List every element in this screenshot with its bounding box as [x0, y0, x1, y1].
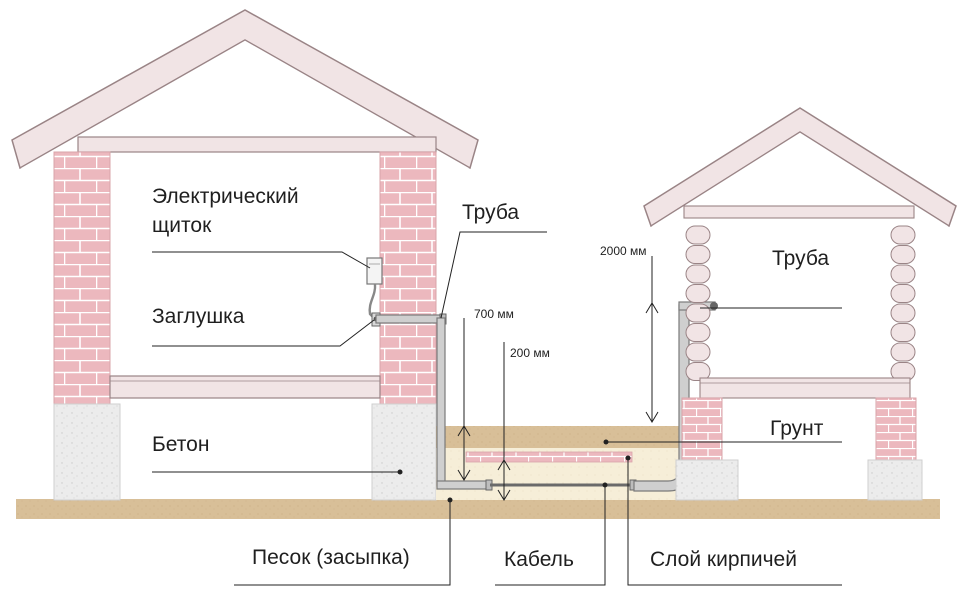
dimension-2000-label: 2000 мм — [600, 244, 647, 258]
pipe-left-horizontal — [375, 314, 445, 324]
log — [890, 342, 916, 362]
log — [685, 362, 711, 381]
dimension-700-label: 700 мм — [474, 307, 514, 321]
log — [685, 303, 711, 323]
dimension-200-label: 200 мм — [510, 346, 550, 360]
ground-surface — [16, 499, 940, 519]
ground-label: Грунт — [770, 417, 824, 440]
log — [685, 245, 711, 264]
brick-layer-label: Слой кирпичей — [650, 548, 797, 571]
left-foundation-left — [53, 403, 121, 501]
right-log-wall-right — [890, 225, 916, 381]
right-base-right — [867, 459, 923, 501]
log — [890, 245, 916, 264]
log — [890, 225, 916, 245]
left-wall-left — [53, 151, 111, 405]
pipe-left-vertical — [436, 317, 446, 487]
log — [890, 284, 916, 303]
leader-plug — [152, 319, 375, 347]
leader-sand — [234, 500, 451, 586]
right-base-left — [675, 459, 739, 501]
leader-panel — [152, 251, 371, 269]
leader-cable — [495, 485, 606, 586]
leader-lines — [152, 231, 842, 586]
pipe-left-label: Труба — [462, 201, 520, 224]
dimensions — [457, 256, 659, 501]
electrical-panel-label-line1: Электрический — [152, 185, 299, 208]
log — [685, 323, 711, 342]
log — [890, 303, 916, 323]
right-pier-left — [681, 397, 723, 461]
leader-pipe-left — [440, 231, 547, 319]
electrical-panel-label-line2: щиток — [152, 214, 212, 237]
electrical-panel-box — [366, 257, 383, 285]
panel-cable — [368, 283, 377, 321]
sand-label: Песок (засыпка) — [252, 546, 410, 569]
left-floor-beam — [109, 375, 381, 399]
left-foundation-right — [371, 403, 437, 501]
left-roof-beam — [77, 136, 437, 153]
right-pier-right — [875, 397, 917, 461]
leader-dots — [397, 439, 631, 503]
log — [685, 225, 711, 245]
cable-label: Кабель — [504, 548, 574, 571]
leader-brick-layer — [627, 458, 842, 586]
log — [685, 342, 711, 362]
log — [890, 264, 916, 284]
plug-label: Заглушка — [152, 305, 245, 328]
log — [685, 264, 711, 284]
right-roof-beam — [683, 205, 915, 219]
left-wall-right — [379, 151, 437, 405]
pipe-right-label: Труба — [772, 247, 830, 270]
left-house — [11, 9, 479, 501]
concrete-label: Бетон — [152, 433, 210, 456]
right-house — [643, 107, 957, 501]
trench — [436, 426, 682, 500]
right-floor-beam — [699, 377, 911, 399]
log — [685, 284, 711, 303]
brick-layer — [465, 451, 633, 463]
right-log-wall-left — [685, 225, 711, 381]
log — [890, 323, 916, 342]
